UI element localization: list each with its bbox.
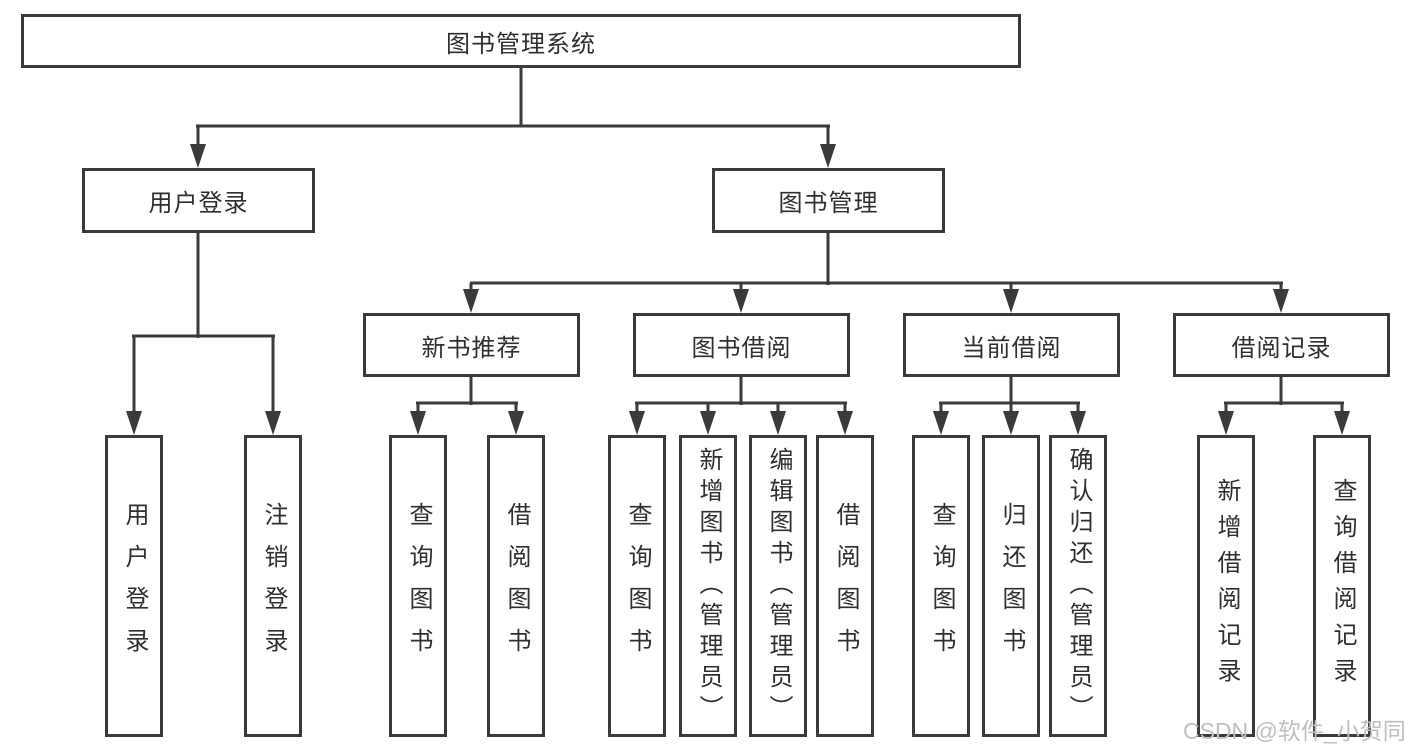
node-current-borrow: 当前借阅 xyxy=(903,313,1120,377)
node-book-borrow: 图书借阅 xyxy=(633,313,850,377)
leaf-query-books-3: 查询图书 xyxy=(912,435,970,737)
leaf-add-borrow-record-label: 新增借阅记录 xyxy=(1213,478,1240,694)
csdn-watermark: CSDN @软件_小贺同学 xyxy=(1183,718,1405,744)
connector-records-to-leaves xyxy=(1218,377,1350,435)
leaf-return-books: 归还图书 xyxy=(982,435,1040,737)
leaf-query-books-1-label: 查询图书 xyxy=(405,502,432,670)
node-book-management-label: 图书管理 xyxy=(778,190,879,217)
leaf-add-borrow-record: 新增借阅记录 xyxy=(1197,435,1255,737)
leaf-edit-books-admin-label: 编辑图书（管理员） xyxy=(765,446,792,726)
node-new-book-recommend: 新书推荐 xyxy=(363,313,580,377)
connector-borrow-to-leaves xyxy=(629,377,853,435)
node-library-system: 图书管理系统 xyxy=(21,14,1021,68)
node-book-management: 图书管理 xyxy=(712,168,945,233)
connector-login-to-leaves xyxy=(126,233,281,435)
node-user-login: 用户登录 xyxy=(82,168,315,233)
leaf-query-books-3-label: 查询图书 xyxy=(928,502,955,670)
leaf-borrow-books-2-label: 借阅图书 xyxy=(832,502,859,670)
leaf-query-books-1: 查询图书 xyxy=(389,435,447,737)
leaf-logout-label: 注销登录 xyxy=(260,502,287,670)
node-new-book-recommend-label: 新书推荐 xyxy=(421,334,522,362)
leaf-borrow-books-2: 借阅图书 xyxy=(816,435,874,737)
node-book-borrow-label: 图书借阅 xyxy=(691,334,792,362)
node-library-system-label: 图书管理系统 xyxy=(446,30,596,58)
connector-mgmt-to-level3 xyxy=(463,233,1289,313)
leaf-add-books-admin: 新增图书（管理员） xyxy=(679,435,737,737)
leaf-confirm-return-admin-label: 确认归还（管理员） xyxy=(1065,446,1092,726)
leaf-logout: 注销登录 xyxy=(244,435,302,737)
leaf-return-books-label: 归还图书 xyxy=(998,502,1025,670)
leaf-query-books-2-label: 查询图书 xyxy=(624,502,651,670)
leaf-edit-books-admin: 编辑图书（管理员） xyxy=(749,435,807,737)
connector-current-to-leaves xyxy=(933,377,1086,435)
node-borrow-records-label: 借阅记录 xyxy=(1231,334,1332,362)
node-current-borrow-label: 当前借阅 xyxy=(961,334,1062,362)
leaf-query-borrow-record-label: 查询借阅记录 xyxy=(1329,478,1356,694)
connector-root-to-level2 xyxy=(190,68,836,168)
leaf-confirm-return-admin: 确认归还（管理员） xyxy=(1049,435,1107,737)
connector-newbook-to-leaves xyxy=(410,377,524,435)
node-user-login-label: 用户登录 xyxy=(148,190,249,217)
leaf-add-books-admin-label: 新增图书（管理员） xyxy=(695,446,722,726)
leaf-user-login: 用户登录 xyxy=(105,435,163,737)
leaf-borrow-books-1-label: 借阅图书 xyxy=(503,502,530,670)
leaf-query-books-2: 查询图书 xyxy=(608,435,666,737)
node-borrow-records: 借阅记录 xyxy=(1173,313,1390,377)
leaf-query-borrow-record: 查询借阅记录 xyxy=(1313,435,1371,737)
leaf-user-login-label: 用户登录 xyxy=(121,502,148,670)
leaf-borrow-books-1: 借阅图书 xyxy=(487,435,545,737)
